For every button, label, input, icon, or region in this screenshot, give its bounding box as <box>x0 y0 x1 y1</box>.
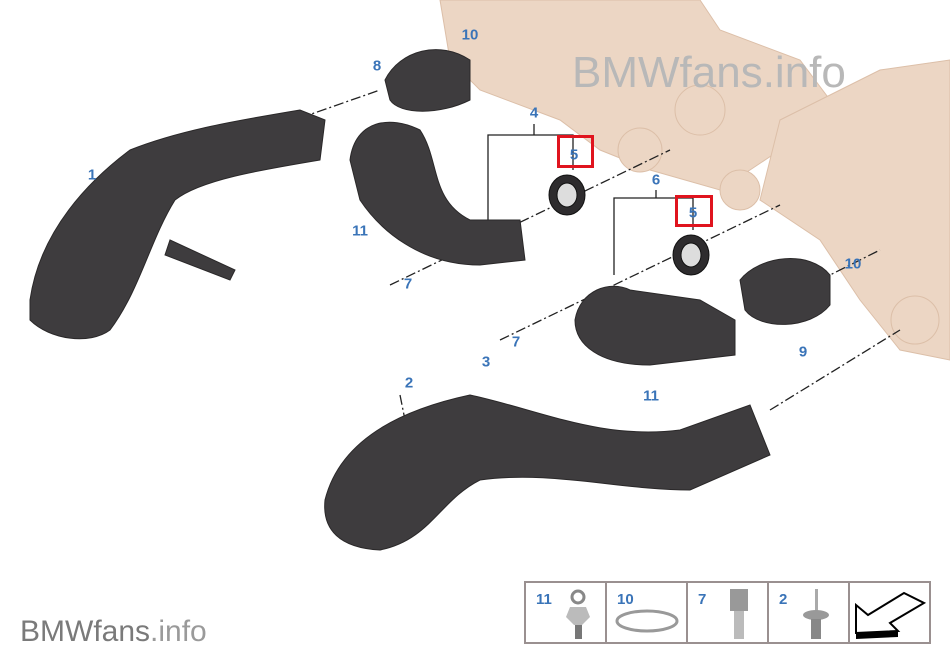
group-brackets <box>487 124 694 275</box>
callout-10[interactable]: 10 <box>461 26 479 44</box>
callout-6[interactable]: 6 <box>651 171 661 189</box>
highlight-box <box>675 195 713 227</box>
legend-item-7[interactable]: 7 <box>686 581 769 644</box>
watermark-bottom: BMWfans.info <box>20 615 207 649</box>
highlight-box <box>557 135 594 168</box>
hose-part-9 <box>739 258 831 325</box>
hex-bolt-icon <box>730 589 748 639</box>
hose-part-4 <box>349 121 526 266</box>
legend-number: 10 <box>617 591 634 608</box>
direction-arrow-icon <box>855 591 927 639</box>
assembly-lines <box>299 89 901 421</box>
callout-10[interactable]: 10 <box>844 255 862 273</box>
legend-number: 7 <box>698 591 707 608</box>
legend-item-11[interactable]: 11 <box>524 581 607 644</box>
hoses <box>29 49 831 551</box>
hose-clamp-icon <box>615 609 679 633</box>
callout-9[interactable]: 9 <box>798 343 808 361</box>
rivet-icon <box>803 589 829 639</box>
callout-1[interactable]: 1 <box>87 166 97 184</box>
callout-8[interactable]: 8 <box>372 57 382 75</box>
fastener-legend: 11 10 7 2 <box>524 581 940 644</box>
callout-11[interactable]: 11 <box>352 222 368 240</box>
sleeves-part-5 <box>548 174 710 276</box>
watermark-brand: BMWfans <box>20 615 151 648</box>
legend-item-10[interactable]: 10 <box>605 581 688 644</box>
callout-4[interactable]: 4 <box>529 104 539 122</box>
watermark-top: BMWfans.info <box>572 48 846 97</box>
callout-5[interactable]: 5 <box>688 204 698 222</box>
hose-part-8 <box>384 49 471 112</box>
callout-7[interactable]: 7 <box>511 333 521 351</box>
legend-number: 11 <box>536 591 552 608</box>
legend-item-2[interactable]: 2 <box>767 581 850 644</box>
legend-item-arrow[interactable] <box>848 581 931 644</box>
callout-11[interactable]: 11 <box>643 387 659 405</box>
legend-number: 2 <box>779 591 788 608</box>
eye-bolt-icon <box>566 589 590 639</box>
engine-background <box>439 0 950 361</box>
hose-part-6 <box>574 285 736 366</box>
callout-2[interactable]: 2 <box>404 374 414 392</box>
callout-3[interactable]: 3 <box>481 353 491 371</box>
hose-part-1 <box>29 109 326 340</box>
callout-7[interactable]: 7 <box>403 275 413 293</box>
callout-5[interactable]: 5 <box>569 146 579 164</box>
watermark-suffix: .info <box>150 615 207 648</box>
bracket-part-1 <box>164 239 236 281</box>
hose-part-3 <box>324 394 771 551</box>
